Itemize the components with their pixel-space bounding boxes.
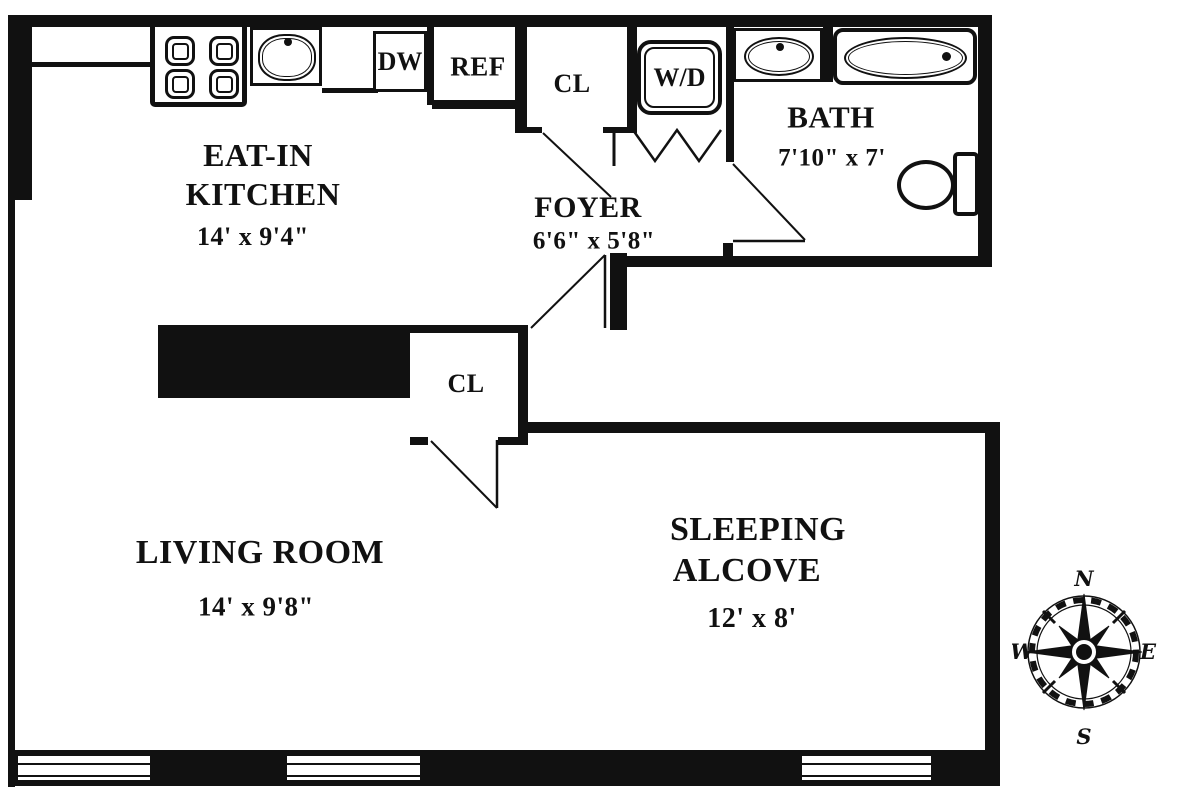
wall-wd-right xyxy=(726,15,734,162)
bath-name: BATH xyxy=(787,99,875,135)
wall-closet-wd-foot xyxy=(603,127,637,133)
kitchen-sink xyxy=(250,27,322,86)
living-room-name: LIVING ROOM xyxy=(135,534,385,571)
bath-dims: 7'10" x 7' xyxy=(778,144,886,172)
wall-top xyxy=(8,15,992,27)
wall-kitchen-closet-foot xyxy=(515,127,542,133)
lr-closet-door-arc xyxy=(430,440,498,509)
compass-point-n xyxy=(1076,593,1092,653)
washer-dryer-label: W/D xyxy=(653,62,706,92)
counter-edge-mid xyxy=(322,88,378,93)
alcove-dims: 12' x 8' xyxy=(707,603,797,634)
washer-dryer-box: W/D xyxy=(637,40,722,115)
wall-sink-tub-divider xyxy=(823,15,833,82)
dishwasher-label: DW xyxy=(377,46,423,76)
wall-lrcloset-foot-right xyxy=(498,437,528,445)
compass-point-nw xyxy=(1058,625,1085,653)
compass-point-e xyxy=(1083,644,1143,660)
foyer-dims: 6'6" x 5'8" xyxy=(532,227,656,255)
dishwasher-box: DW xyxy=(373,31,427,92)
compass-point-s xyxy=(1076,651,1092,711)
foyer-lr-door-arc xyxy=(530,254,606,329)
compass-rose: N S W E xyxy=(1012,566,1157,749)
wall-left xyxy=(8,15,15,787)
toilet-tank xyxy=(953,152,979,216)
alcove-name-line1: SLEEPING xyxy=(670,511,846,548)
wall-foyer-right xyxy=(610,253,627,330)
stove-burner xyxy=(165,69,195,99)
window xyxy=(18,753,150,783)
living-room-dims: 14' x 9'8" xyxy=(198,591,314,622)
window xyxy=(802,753,931,783)
kitchen-faucet xyxy=(284,38,292,46)
window xyxy=(287,753,420,783)
bath-faucet xyxy=(776,43,784,51)
wall-bath-bottom xyxy=(610,256,992,267)
alcove-name-line2: ALCOVE xyxy=(672,552,822,589)
bifold-doors xyxy=(631,127,723,164)
compass-s-label: S xyxy=(1076,724,1091,749)
toilet-bowl xyxy=(897,160,955,210)
stove xyxy=(150,22,247,107)
bath-sink xyxy=(733,28,823,82)
counter-edge-left xyxy=(31,62,152,67)
stove-burner xyxy=(209,69,239,99)
compass-n-label: N xyxy=(1073,566,1094,591)
wall-lrcloset-right xyxy=(518,325,528,445)
compass-e-label: E xyxy=(1139,639,1157,664)
bath-sink-basin xyxy=(744,37,814,76)
foyer-name: FOYER xyxy=(534,191,642,224)
stove-burner xyxy=(165,36,195,66)
compass-point-se xyxy=(1083,651,1110,679)
bathtub xyxy=(833,28,977,85)
kitchen-name-line2: KITCHEN xyxy=(185,176,341,212)
foyer-closet-door-arc xyxy=(542,132,612,198)
wall-right-lower xyxy=(985,422,1000,786)
wall-solid-block xyxy=(158,325,410,398)
wall-bathdoor-stub xyxy=(723,243,733,257)
wall-kitchen-closet xyxy=(515,15,527,127)
wall-bath-right xyxy=(978,15,992,267)
compass-point-sw xyxy=(1058,651,1085,679)
compass-point-w xyxy=(1025,644,1085,660)
refrigerator-label: REF xyxy=(450,51,506,82)
bathtub-drain xyxy=(942,52,951,61)
compass-w-label: W xyxy=(1012,639,1036,664)
wall-closet-wd xyxy=(627,15,637,127)
wall-lrcloset-top xyxy=(407,325,527,333)
compass-point-ne xyxy=(1083,625,1110,653)
bathtub-basin xyxy=(844,37,967,79)
wall-dw-ref-divider xyxy=(427,15,434,105)
bath-door-arc xyxy=(732,163,806,241)
kitchen-name-line1: EAT-IN xyxy=(203,137,313,173)
wall-left-thick-block xyxy=(8,15,32,200)
foyer-closet-label: CL xyxy=(553,69,591,98)
kitchen-dims: 14' x 9'4" xyxy=(197,222,309,251)
wall-lrcloset-foot-left xyxy=(410,437,428,445)
wall-alcove-top xyxy=(518,422,1000,433)
stove-burner xyxy=(209,36,239,66)
wall-ref-bottom xyxy=(432,100,515,109)
living-closet-label: CL xyxy=(447,369,485,398)
washer-dryer-inner xyxy=(644,47,715,108)
